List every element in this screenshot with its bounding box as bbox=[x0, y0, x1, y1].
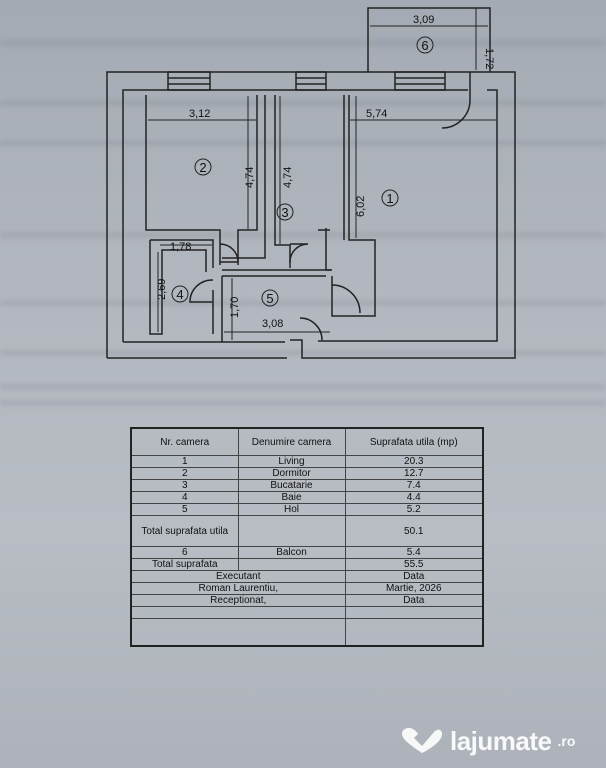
faint-text-line bbox=[0, 40, 606, 46]
room-2-circle bbox=[194, 158, 212, 176]
cell-room-name: Baie bbox=[237, 491, 346, 504]
cell-room-name: Balcon bbox=[237, 546, 346, 559]
cell-room-number: 5 bbox=[130, 503, 239, 516]
room-2-number: 2 bbox=[199, 160, 206, 175]
header-room-name: Denumire camera bbox=[237, 427, 346, 456]
blank-row bbox=[130, 606, 484, 619]
cell-empty bbox=[237, 558, 346, 571]
balcony-row: 6 Balcon 5.4 bbox=[130, 546, 484, 559]
dim-living-width: 5,74 bbox=[366, 108, 387, 120]
cell-room-number: 4 bbox=[130, 491, 239, 504]
dimension-lines bbox=[148, 8, 496, 340]
dim-bath-width: 1,78 bbox=[170, 241, 191, 253]
room-numbers: 6 2 3 1 4 5 bbox=[176, 38, 428, 306]
dim-balcony-depth: 1,72 bbox=[483, 48, 495, 69]
room-6-circle bbox=[416, 36, 434, 54]
heart-check-icon bbox=[402, 728, 443, 753]
cell-room-number: 3 bbox=[130, 479, 239, 492]
cell-room-number: 2 bbox=[130, 467, 239, 480]
table-row: 3 Bucatarie 7.4 bbox=[130, 479, 484, 492]
floor-plan: 3,09 1,72 3,12 4,74 4,74 5,74 6,02 1,78 … bbox=[106, 7, 516, 359]
room-1-number: 1 bbox=[386, 191, 393, 206]
cell-total-label: Total suprafata bbox=[130, 558, 239, 571]
watermark-tld: .ro bbox=[557, 733, 576, 749]
cell-empty bbox=[344, 618, 484, 647]
room-4-number: 4 bbox=[176, 287, 183, 302]
cell-empty bbox=[344, 606, 484, 619]
cell-receptionat-label: Receptionat, bbox=[130, 594, 346, 607]
table-header-row: Nr. camera Denumire camera Suprafata uti… bbox=[130, 427, 484, 456]
header-useful-area: Suprafata utila (mp) bbox=[344, 427, 484, 456]
faint-text-line bbox=[0, 400, 606, 406]
table-row: 5 Hol 5.2 bbox=[130, 503, 484, 516]
faint-text-line bbox=[0, 384, 606, 390]
dim-living-depth: 6,02 bbox=[355, 196, 367, 217]
dim-hall-depth: 1,70 bbox=[229, 297, 241, 318]
cell-empty bbox=[237, 515, 346, 547]
table-row: 4 Baie 4.4 bbox=[130, 491, 484, 504]
faint-text-line bbox=[0, 232, 606, 238]
dim-kitchen-depth: 4,74 bbox=[282, 167, 294, 188]
room-5-circle bbox=[261, 289, 279, 307]
faint-text-line bbox=[0, 140, 606, 146]
room-markers bbox=[171, 36, 434, 307]
cell-total-useful-value: 50.1 bbox=[344, 515, 484, 547]
cell-room-name: Dormitor bbox=[237, 467, 346, 480]
cell-executant-name: Roman Laurentiu, bbox=[130, 582, 346, 595]
header-room-number: Nr. camera bbox=[130, 427, 239, 456]
table-row: 1 Living 20.3 bbox=[130, 455, 484, 468]
room-schedule-table: Nr. camera Denumire camera Suprafata uti… bbox=[130, 427, 484, 647]
total-useful-row: Total suprafata utila 50.1 bbox=[130, 515, 484, 547]
dimension-labels: 3,09 1,72 3,12 4,74 4,74 5,74 6,02 1,78 … bbox=[156, 14, 495, 330]
cell-room-area: 4.4 bbox=[344, 491, 484, 504]
dim-hall-width: 3,08 bbox=[262, 318, 283, 330]
watermark: lajumate .ro bbox=[400, 724, 600, 758]
cell-executant-label: Executant bbox=[130, 570, 346, 583]
executant-row: Roman Laurentiu, Martie, 2026 bbox=[130, 582, 484, 595]
cell-room-name: Hol bbox=[237, 503, 346, 516]
cell-room-area: 5.4 bbox=[344, 546, 484, 559]
cell-data-label: Data bbox=[344, 570, 484, 583]
cell-room-area: 12.7 bbox=[344, 467, 484, 480]
cell-total-value: 55.5 bbox=[344, 558, 484, 571]
cell-total-useful-label: Total suprafata utila bbox=[130, 515, 239, 547]
total-row: Total suprafata 55.5 bbox=[130, 558, 484, 571]
cell-room-number: 1 bbox=[130, 455, 239, 468]
faint-text-line bbox=[0, 100, 606, 106]
room-1-circle bbox=[381, 189, 399, 207]
room-4-circle bbox=[171, 285, 189, 303]
cell-empty bbox=[130, 618, 346, 647]
table-row: 2 Dormitor 12.7 bbox=[130, 467, 484, 480]
executant-header-row: Executant Data bbox=[130, 570, 484, 583]
cell-room-area: 5.2 bbox=[344, 503, 484, 516]
cell-room-number: 6 bbox=[130, 546, 239, 559]
dim-bath-depth: 2,69 bbox=[156, 279, 168, 300]
blank-row bbox=[130, 618, 484, 647]
receptionat-row: Receptionat, Data bbox=[130, 594, 484, 607]
room-6-number: 6 bbox=[421, 38, 428, 53]
cell-executant-date: Martie, 2026 bbox=[344, 582, 484, 595]
room-3-circle bbox=[276, 203, 294, 221]
faint-text-line bbox=[0, 350, 606, 356]
plan-walls bbox=[106, 7, 516, 359]
cell-room-name: Bucatarie bbox=[237, 479, 346, 492]
cell-room-area: 7.4 bbox=[344, 479, 484, 492]
dim-bedroom-depth: 4,74 bbox=[244, 167, 256, 188]
dim-balcony-width: 3,09 bbox=[413, 14, 434, 26]
dim-bedroom-width: 3,12 bbox=[189, 108, 210, 120]
faint-text-line bbox=[0, 300, 606, 306]
room-3-number: 3 bbox=[281, 205, 288, 220]
watermark-brand: lajumate bbox=[450, 725, 552, 756]
cell-room-area: 20.3 bbox=[344, 455, 484, 468]
cell-empty bbox=[130, 606, 346, 619]
cell-receptionat-date: Data bbox=[344, 594, 484, 607]
cell-room-name: Living bbox=[237, 455, 346, 468]
room-5-number: 5 bbox=[266, 291, 273, 306]
